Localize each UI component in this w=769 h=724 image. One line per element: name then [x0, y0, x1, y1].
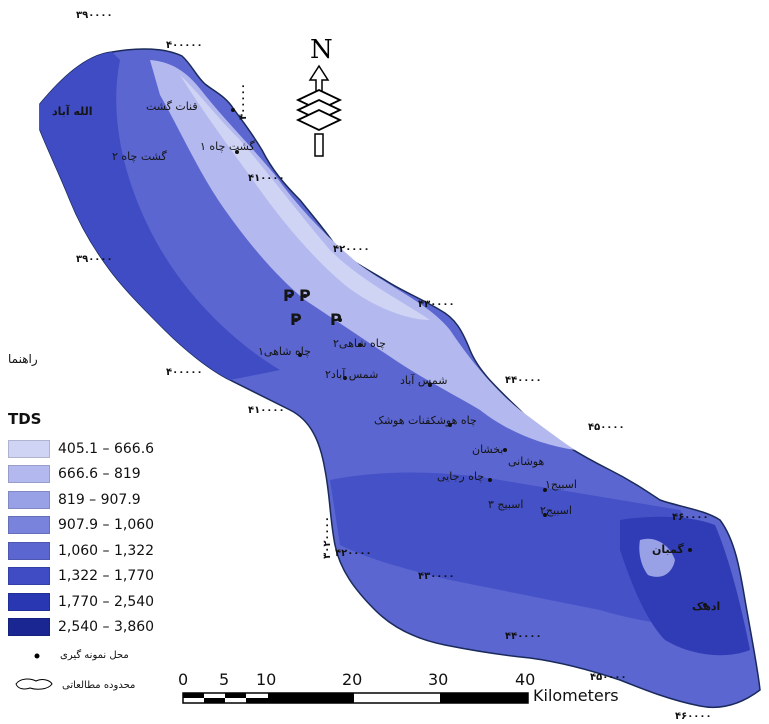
- legend-row: 2,540 – 3,860: [8, 615, 154, 641]
- legend-swatch: [8, 439, 50, 458]
- legend: 405.1 – 666.6 666.6 – 819 819 – 907.9 90…: [8, 436, 154, 640]
- place-label: P: [299, 286, 311, 305]
- legend-swatch: [8, 516, 50, 535]
- legend-row: 907.9 – 1,060: [8, 513, 154, 539]
- north-arrow-icon: N: [295, 38, 343, 157]
- legend-range: 1,322 – 1,770: [58, 568, 155, 585]
- place-label: چاه رجایی: [437, 470, 485, 483]
- legend-swatch: [8, 541, 50, 560]
- place-label: P: [330, 310, 342, 329]
- coord-label: ۳۰۲۰۰۰۰: [321, 516, 333, 559]
- study-area-label: محدوده مطالعاتی: [62, 680, 136, 691]
- place-label: الله آباد: [52, 105, 93, 118]
- legend-row: 1,770 – 2,540: [8, 589, 154, 615]
- coord-label: ۴۶۰۰۰۰: [672, 512, 709, 523]
- place-label: هوشانی: [508, 455, 545, 468]
- tds-zone-center-light: [150, 60, 575, 450]
- coord-label: ۴۴۰۰۰۰: [505, 375, 542, 386]
- scale-tick: 0: [178, 670, 189, 689]
- legend-swatch: [8, 490, 50, 509]
- coord-label: ۴۵۰۰۰۰: [588, 422, 625, 433]
- coord-label: ۴۵۰۰۰۰: [590, 672, 627, 683]
- tds-zone-west: [40, 52, 280, 380]
- place-label: P: [290, 310, 302, 329]
- legend-range: 907.9 – 1,060: [58, 517, 155, 534]
- place-label: ۲اسبیج: [540, 504, 572, 517]
- place-label: ۱چاه شاهی: [258, 345, 311, 358]
- scale-bar: [182, 692, 529, 704]
- study-area-icon: [15, 678, 53, 690]
- scale-tick: 20: [342, 670, 363, 689]
- place-label: شمس آباد: [400, 374, 448, 387]
- place-label: P: [283, 286, 295, 305]
- coord-label: ۴۲۰۰۰۰: [335, 548, 372, 559]
- legend-swatch: [8, 465, 50, 484]
- place-label: ادهک: [692, 600, 721, 613]
- place-label: گشت چاه ۲: [112, 150, 167, 163]
- coord-label: ۴۶۰۰۰۰: [675, 711, 712, 722]
- legend-swatch: [8, 567, 50, 586]
- scale-unit: Kilometers: [533, 686, 619, 705]
- coord-label: ۴۰۰۰۰۰: [166, 367, 203, 378]
- legend-row: 405.1 – 666.6: [8, 436, 154, 462]
- coord-label: ۴۳۰۰۰۰: [418, 571, 455, 582]
- coord-label: ۴۰۰۰۰۰: [166, 40, 203, 51]
- legend-row: 1,060 – 1,322: [8, 538, 154, 564]
- coord-label: ۳۹۰۰۰۰: [76, 10, 113, 21]
- legend-range: 1,770 – 2,540: [58, 593, 155, 610]
- tds-zone-gomban-light: [639, 538, 675, 577]
- place-label: ۱اسبیج: [545, 478, 577, 491]
- place-label: چاه هوشکقنات هوشک: [374, 414, 477, 427]
- legend-title: راهنما: [8, 352, 38, 366]
- place-label: بخشان: [472, 443, 504, 456]
- sampling-point-icon: [34, 653, 40, 659]
- legend-range: 405.1 – 666.6: [58, 440, 155, 457]
- legend-row: 819 – 907.9: [8, 487, 154, 513]
- coord-label: ۴۳۰۰۰۰: [418, 299, 455, 310]
- sampling-point-label: محل نمونه گیری: [60, 650, 129, 661]
- place-label: ۲شمس آباد: [325, 368, 379, 381]
- coord-label: ۳۹۰۰۰۰: [76, 254, 113, 265]
- legend-swatch: [8, 592, 50, 611]
- coord-label: ۴۲۰۰۰۰: [333, 244, 370, 255]
- legend-variable: TDS: [8, 410, 42, 428]
- place-label: گمبان: [652, 543, 684, 556]
- legend-range: 2,540 – 3,860: [58, 619, 155, 636]
- legend-row: 666.6 – 819: [8, 462, 154, 488]
- legend-swatch: [8, 618, 50, 637]
- scale-tick: 10: [256, 670, 277, 689]
- scale-tick: 30: [428, 670, 449, 689]
- coord-label: ۴۴۰۰۰۰: [505, 631, 542, 642]
- place-label: اسبیج ۳: [488, 498, 524, 511]
- legend-range: 819 – 907.9: [58, 491, 141, 508]
- north-label: N: [310, 38, 333, 65]
- legend-row: 1,322 – 1,770: [8, 564, 154, 590]
- coord-label: ۴۱۰۰۰۰: [248, 405, 285, 416]
- coord-label: ۴۰۰۰۰۰: [237, 83, 249, 120]
- place-label: قنات گشت: [146, 100, 198, 113]
- scale-tick: 40: [515, 670, 536, 689]
- legend-range: 1,060 – 1,322: [58, 542, 155, 559]
- place-label: ۲چاه شاهی: [333, 337, 386, 350]
- scale-tick: 5: [219, 670, 230, 689]
- place-label: گشت چاه ۱: [200, 140, 255, 153]
- legend-range: 666.6 – 819: [58, 466, 141, 483]
- sampling-points: [231, 108, 707, 607]
- coord-label: ۴۱۰۰۰۰: [248, 173, 285, 184]
